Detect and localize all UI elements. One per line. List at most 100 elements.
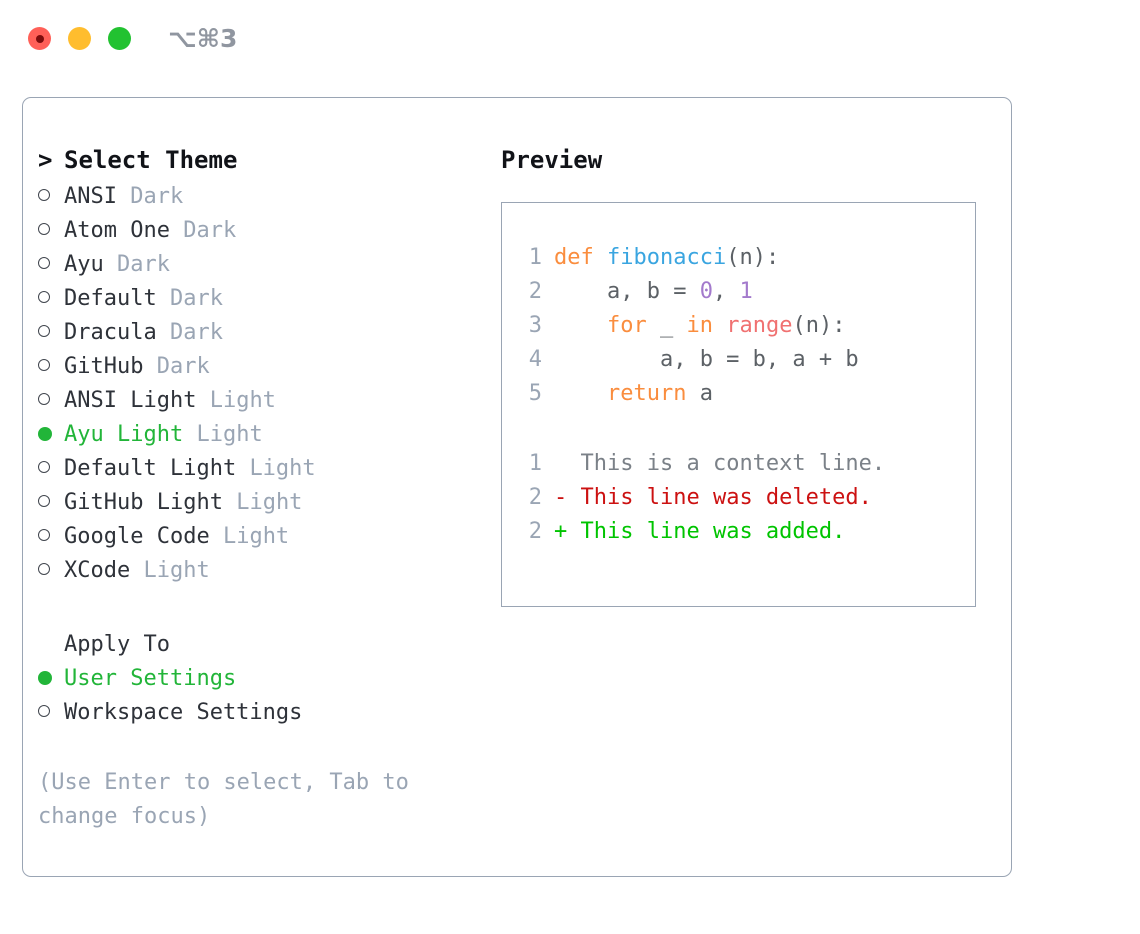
code-line: 4 a, b = b, a + b <box>518 347 975 381</box>
diff-line-number: 2 <box>528 485 542 510</box>
diff-text: This line was deleted. <box>580 485 872 510</box>
diff-text: This is a context line. <box>580 451 886 476</box>
code-token: fibonacci <box>607 245 727 270</box>
code-token: _ <box>646 313 687 338</box>
code-token: def <box>554 245 594 270</box>
apply-to-name: User Settings <box>64 666 237 691</box>
apply-to-header: Apply To <box>38 632 478 666</box>
theme-list-item[interactable]: GitHub Light Light <box>38 490 478 524</box>
theme-name: XCode <box>64 558 131 583</box>
code-token: for <box>606 313 647 338</box>
preview-divider <box>518 415 975 451</box>
code-token: return <box>606 381 687 406</box>
code-token <box>554 313 607 338</box>
theme-list-item[interactable]: Ayu Light Light <box>38 422 478 456</box>
preview-title: Preview <box>501 146 603 174</box>
code-token: a <box>686 381 713 406</box>
theme-name: ANSI Light <box>64 388 197 413</box>
code-token: 0 <box>699 279 713 304</box>
theme-list-item[interactable]: GitHub Dark <box>38 354 478 388</box>
theme-list-item[interactable]: Ayu Dark <box>38 252 478 286</box>
theme-list-item[interactable]: Dracula Dark <box>38 320 478 354</box>
code-line: 3 for _ in range(n): <box>518 313 975 347</box>
code-line: 2 a, b = 0, 1 <box>518 279 975 313</box>
theme-variant-tag: Light <box>143 558 210 583</box>
code-token <box>713 313 726 338</box>
theme-variant-tag: Light <box>222 524 290 549</box>
code-token: (n): <box>726 245 780 270</box>
code-token: in <box>686 313 713 338</box>
keyboard-hint: (Use Enter to select, Tab to change focu… <box>38 770 409 829</box>
apply-to-label: Apply To <box>64 632 170 657</box>
line-number: 3 <box>528 313 542 338</box>
code-token: range <box>726 313 793 338</box>
theme-list-item[interactable]: Default Light Light <box>38 456 478 490</box>
apply-to-item[interactable]: Workspace Settings <box>38 700 478 734</box>
diff-text: This line was added. <box>580 519 846 544</box>
diff-line-number: 1 <box>528 451 542 476</box>
shortcut-label: ⌥⌘3 <box>168 24 238 53</box>
theme-name: Default <box>64 286 157 311</box>
theme-name: GitHub <box>64 354 144 379</box>
theme-list-item[interactable]: Default Dark <box>38 286 478 320</box>
theme-name: Ayu Light <box>64 422 184 447</box>
close-button[interactable] <box>28 27 51 50</box>
minimize-button[interactable] <box>68 27 91 50</box>
theme-list-item[interactable]: Atom One Dark <box>38 218 478 252</box>
theme-list-item[interactable]: Google Code Light <box>38 524 478 558</box>
apply-to-item[interactable]: User Settings <box>38 666 478 700</box>
theme-name: Ayu <box>64 252 104 277</box>
theme-variant-tag: Dark <box>130 184 184 209</box>
theme-variant-tag: Dark <box>169 320 223 345</box>
theme-list-item[interactable]: ANSI Light Light <box>38 388 478 422</box>
theme-name: Google Code <box>64 524 210 549</box>
theme-variant-tag: Light <box>236 490 303 515</box>
theme-list-item[interactable]: ANSI Dark <box>38 184 478 218</box>
theme-variant-tag: Dark <box>169 286 223 311</box>
theme-list-item[interactable]: XCode Light <box>38 558 478 592</box>
line-number: 5 <box>528 381 542 406</box>
diff-line: 2- This line was deleted. <box>518 485 975 519</box>
select-theme-title: Select Theme <box>64 146 238 174</box>
maximize-button[interactable] <box>108 27 131 50</box>
diff-sign: - <box>554 485 568 510</box>
apply-to-name: Workspace Settings <box>64 700 303 725</box>
code-line: 5 return a <box>518 381 975 415</box>
theme-variant-tag: Light <box>209 388 276 413</box>
diff-sample: 1 This is a context line.2- This line wa… <box>518 451 975 553</box>
select-theme-header: > Select Theme <box>38 146 478 184</box>
code-token <box>594 245 607 270</box>
code-token: a, b = <box>554 279 700 304</box>
theme-variant-tag: Dark <box>117 252 170 277</box>
diff-line-number: 2 <box>528 519 542 544</box>
diff-sign <box>554 451 567 476</box>
theme-name: Atom One <box>64 218 170 243</box>
title-bar: ⌥⌘3 <box>0 0 1140 78</box>
code-token: a, b = b, a + b <box>554 347 859 372</box>
theme-variant-tag: Dark <box>183 218 237 243</box>
theme-variant-tag: Dark <box>156 354 210 379</box>
line-number: 2 <box>528 279 542 304</box>
theme-name: ANSI <box>64 184 117 209</box>
recording-indicator-icon <box>35 34 44 43</box>
diff-line: 1 This is a context line. <box>518 451 975 485</box>
cursor-prefix-icon: > <box>38 146 53 174</box>
line-number: 4 <box>528 347 542 372</box>
diff-line: 2 + This line was added. <box>518 519 975 553</box>
code-token: (n): <box>792 313 846 338</box>
code-line: 1 def fibonacci(n): <box>518 245 975 279</box>
code-token: , <box>712 279 740 304</box>
theme-variant-tag: Light <box>196 422 263 447</box>
line-number: 1 <box>528 245 542 270</box>
diff-sign: + <box>554 519 568 544</box>
theme-name: Dracula <box>64 320 157 345</box>
